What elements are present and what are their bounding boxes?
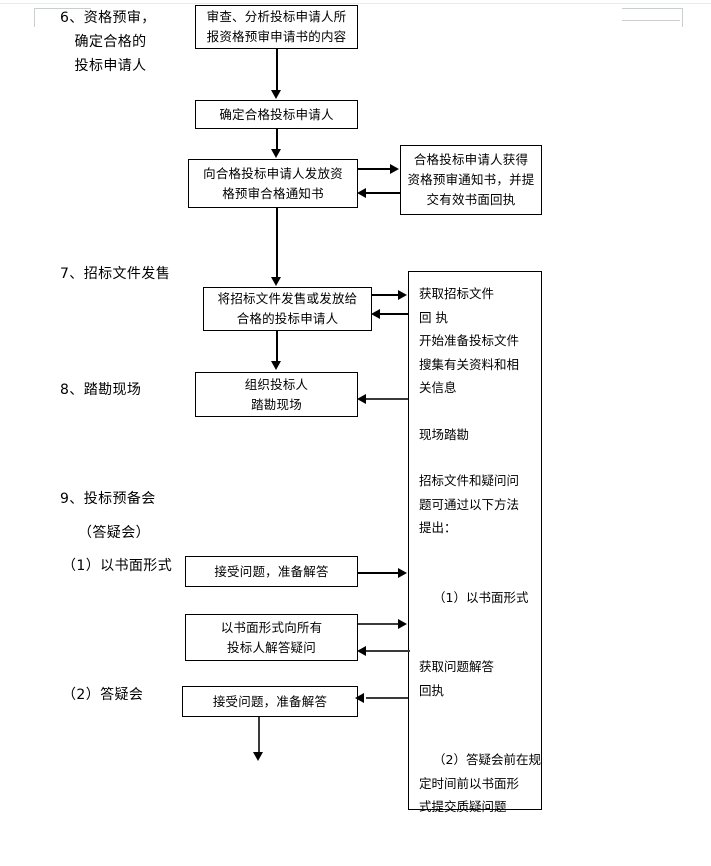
box-line: 资格预审通知书，并提 (407, 172, 535, 187)
box-accept-questions-1: 接受问题，准备解答 (185, 556, 358, 587)
panel-line: （1）以书面形式 (433, 589, 529, 605)
box-line: 组织投标人 (244, 376, 309, 392)
connector-sell-to-panel (372, 294, 400, 296)
panel-line: 定时间前以书面形 (419, 775, 520, 791)
box-line: 交有效书面回执 (426, 192, 516, 207)
arrowhead-right (390, 164, 399, 174)
box-line: 审查、分析投标申请人所 (206, 9, 347, 24)
panel-line: 获取招标文件 (419, 286, 495, 301)
box-review-application: 审查、分析投标申请人所 报资格预审申请书的内容 (195, 5, 358, 49)
connector-accept2-down (258, 717, 260, 757)
outline-label-step9: 9、投标预备会 (60, 491, 156, 507)
box-line: 合格投标申请人获得 (413, 152, 529, 167)
connector-panel-to-accept2 (366, 697, 408, 699)
box-line: 接受问题，准备解答 (214, 563, 329, 579)
connector-confirm-to-issue (276, 129, 278, 150)
outline-label-step9-1: （1）以书面形式 (62, 558, 173, 574)
box-line: 以书面形式向所有 (220, 619, 323, 635)
page-margin-mark-top-left (34, 8, 91, 27)
box-line: 投标人解答疑问 (227, 639, 316, 655)
panel-spacer (419, 563, 533, 586)
panel-line: 回执 (419, 682, 445, 698)
arrowhead-left (357, 646, 366, 656)
outline-label-step9-2: （2）答疑会 (62, 687, 144, 703)
panel-spacer (419, 400, 533, 423)
connector-issue-to-sell (276, 208, 278, 278)
outline-label-step8: 8、踏勘现场 (60, 382, 142, 398)
arrowhead-right (398, 619, 407, 629)
arrowhead-down (271, 361, 281, 370)
box-issue-notice: 向合格投标申请人发放资 格预审合格通知书 (188, 159, 358, 208)
arrowhead-left (371, 309, 380, 319)
panel-line: 搜集有关资料和相 (419, 356, 520, 372)
panel-spacer (419, 446, 533, 469)
box-written-answer-all: 以书面形式向所有 投标人解答疑问 (185, 614, 358, 661)
page-margin-mark-top-right-underline (622, 8, 680, 21)
outline-label-step9-sub: （答疑会） (78, 525, 150, 541)
arrowhead-right (398, 290, 407, 300)
panel-line: 题可通过以下方法 (419, 496, 520, 512)
panel-spacer (419, 702, 533, 725)
panel-line: 开始准备投标文件 (419, 333, 520, 348)
box-organize-survey: 组织投标人 踏勘现场 (195, 372, 358, 417)
connector-panel-to-answer (366, 650, 410, 652)
arrowhead-left (357, 188, 366, 198)
panel-spacer (419, 632, 533, 655)
arrowhead-right (398, 568, 407, 578)
arrowhead-down (271, 277, 281, 286)
panel-spacer (419, 609, 533, 632)
connector-answer-to-panel (358, 623, 402, 625)
panel-line: 获取问题解答 (419, 659, 495, 674)
box-line: 踏勘现场 (251, 396, 302, 412)
connector-accept1-to-panel (358, 572, 400, 574)
arrowhead-left (357, 394, 366, 404)
connector-issue-to-receipt (358, 168, 392, 170)
box-confirm-qualified: 确定合格投标申请人 (195, 100, 358, 129)
arrowhead-down (271, 149, 281, 158)
box-line: 报资格预审申请书的内容 (206, 29, 347, 44)
box-line: 合格的投标申请人 (236, 311, 339, 326)
box-accept-questions-2: 接受问题，准备解答 (182, 686, 358, 717)
panel-bidder-actions: 获取招标文件回 执开始准备投标文件搜集有关资料和相关信息现场踏勘招标文件和疑问问… (408, 271, 542, 814)
connector-sell-to-survey (276, 331, 278, 362)
box-line: 接受问题，准备解答 (212, 693, 328, 709)
panel-spacer (419, 540, 533, 563)
arrowhead-down (271, 90, 281, 99)
panel-line: （2）答疑会前在规 (433, 752, 541, 767)
panel-line: 回 执 (419, 309, 448, 325)
outline-label-step6: 6、资格预审， 确定合格的 投标申请人 (60, 10, 156, 74)
outline-label-step7: 7、招标文件发售 (60, 266, 171, 282)
box-line: 向合格投标申请人发放资 (203, 165, 343, 181)
panel-line: 关信息 (419, 380, 457, 395)
box-line: 将招标文件发售或发放给 (217, 291, 358, 306)
connector-review-to-confirm (276, 49, 278, 91)
panel-line: 提出： (419, 520, 457, 535)
box-line: 确定合格投标申请人 (219, 106, 334, 122)
connector-panel-to-sell (380, 313, 408, 315)
panel-spacer (419, 725, 533, 748)
connector-panel-to-survey (366, 398, 408, 400)
arrowhead-left (355, 693, 364, 703)
box-applicant-receipt: 合格投标申请人获得 资格预审通知书，并提 交有效书面回执 (400, 145, 542, 215)
box-line: 格预审合格通知书 (222, 185, 324, 201)
arrowhead-down (253, 752, 263, 761)
page-margin-mark-top-right (622, 8, 683, 27)
box-sell-documents: 将招标文件发售或发放给 合格的投标申请人 (203, 287, 372, 331)
panel-line: 式提交质疑问题 (419, 799, 507, 814)
connector-receipt-to-issue (366, 192, 400, 194)
panel-line: 招标文件和疑问问 (419, 473, 520, 488)
panel-line: 现场踏勘 (419, 426, 470, 442)
page-top-rule (0, 3, 711, 4)
